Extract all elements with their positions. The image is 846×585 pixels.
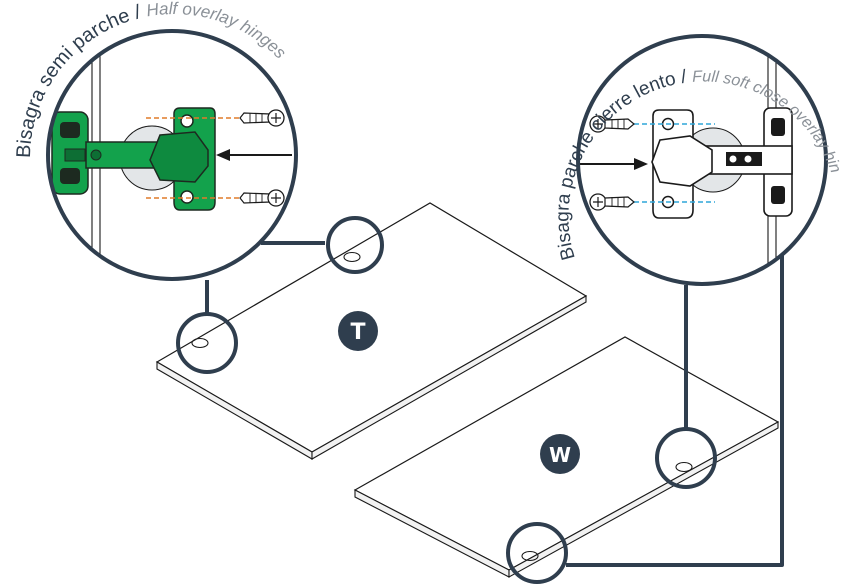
hole-circle-t-top — [326, 216, 384, 274]
screw-icon — [239, 109, 285, 127]
hinge-icon — [51, 107, 216, 211]
connector-lines — [205, 241, 784, 567]
screw-icon — [589, 193, 635, 211]
screw-icon — [239, 189, 285, 207]
svg-text:T: T — [350, 320, 365, 345]
panel-t-hole-left — [191, 337, 209, 349]
arrow-icon — [216, 149, 292, 161]
panel-t-hole-top — [343, 251, 361, 263]
svg-text:W: W — [549, 443, 571, 467]
arrow-icon — [578, 158, 648, 170]
hole-circle-w-bottom — [506, 522, 568, 584]
soft-close-hinge-detail — [576, 34, 828, 286]
panel-w-hole-bottom — [521, 550, 539, 562]
badge-w: W — [540, 434, 580, 474]
panel-w-hole-right — [675, 461, 693, 473]
hinge-icon — [651, 107, 793, 219]
hole-circle-t-left — [176, 312, 238, 374]
screw-icon — [589, 115, 635, 133]
half-overlay-hinge-detail — [46, 29, 298, 281]
badge-t: T — [338, 311, 378, 351]
hole-circle-w-right — [655, 427, 717, 489]
